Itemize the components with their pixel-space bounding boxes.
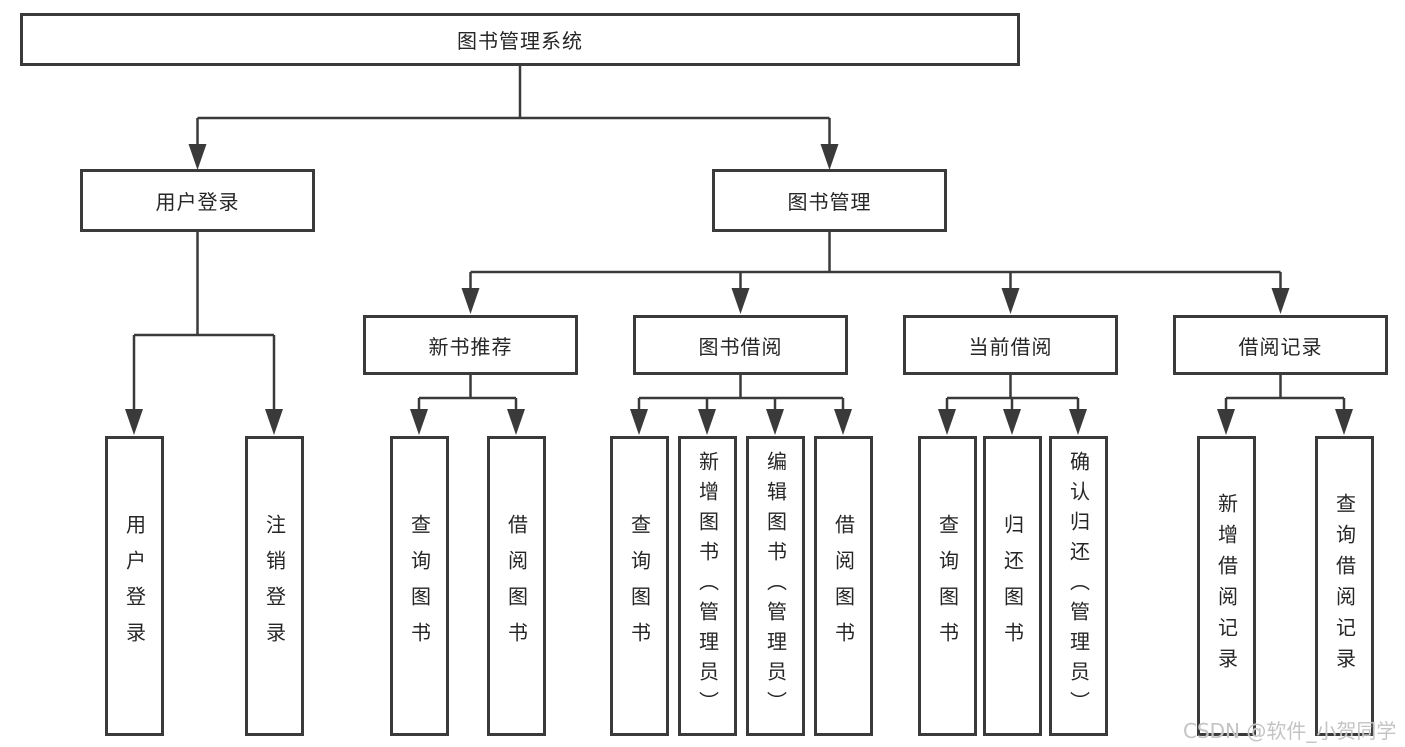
- node-root: 图书管理系统: [20, 13, 1020, 66]
- node-book-management-label: 图书管理: [787, 190, 872, 214]
- arrow-down-icon: [461, 288, 480, 314]
- arrow-down-icon: [1335, 409, 1353, 435]
- arrow-down-icon: [410, 409, 428, 435]
- connector-borrowrecords-to-leaves: [1224, 375, 1346, 411]
- leaf-edit-book-admin: 编辑图书（管理员）: [746, 436, 805, 736]
- leaf-return-books: 归还图书: [983, 436, 1042, 736]
- leaf-return-books-label: 归还图书: [1000, 514, 1025, 658]
- leaf-query-borrow-record-label: 查询借阅记录: [1332, 493, 1357, 679]
- node-new-book-recommend: 新书推荐: [363, 315, 578, 375]
- node-borrow-records: 借阅记录: [1173, 315, 1388, 375]
- node-current-borrow-label: 当前借阅: [968, 334, 1053, 359]
- leaf-query-borrow-record: 查询借阅记录: [1315, 436, 1374, 736]
- connector-currentborrow-to-leaves: [945, 375, 1080, 411]
- leaf-borrow-books-label: 借阅图书: [831, 514, 856, 658]
- leaf-query-books-borrow: 查询图书: [610, 436, 669, 736]
- leaf-user-login-label: 用户登录: [122, 514, 147, 658]
- node-borrow-records-label: 借阅记录: [1238, 334, 1323, 359]
- arrow-down-icon: [766, 409, 784, 435]
- leaf-edit-book-admin-label: 编辑图书（管理员）: [763, 451, 788, 721]
- leaf-query-books-recommend: 查询图书: [390, 436, 449, 736]
- node-user-login: 用户登录: [80, 169, 315, 232]
- connector-bookborrow-to-leaves: [637, 375, 845, 411]
- leaf-user-login: 用户登录: [105, 436, 164, 736]
- node-book-management: 图书管理: [712, 169, 947, 232]
- arrow-down-icon: [938, 409, 956, 435]
- arrow-down-icon: [630, 409, 648, 435]
- leaf-query-books-recommend-label: 查询图书: [407, 514, 432, 658]
- node-new-book-recommend-label: 新书推荐: [428, 334, 513, 359]
- arrow-down-icon: [265, 409, 283, 435]
- arrow-down-icon: [820, 144, 839, 170]
- leaf-borrow-books-recommend-label: 借阅图书: [504, 514, 529, 658]
- node-book-borrow-label: 图书借阅: [698, 334, 783, 359]
- connector-bookmgmt-to-level3: [469, 232, 1282, 290]
- arrow-down-icon: [188, 144, 207, 170]
- arrow-down-icon: [1271, 288, 1290, 314]
- leaf-borrow-books: 借阅图书: [814, 436, 873, 736]
- arrow-down-icon: [125, 409, 143, 435]
- arrow-down-icon: [507, 409, 525, 435]
- arrow-down-icon: [698, 409, 716, 435]
- arrow-down-icon: [1001, 288, 1020, 314]
- leaf-logout-label: 注销登录: [262, 514, 287, 658]
- leaf-confirm-return-admin: 确认归还（管理员）: [1049, 436, 1108, 736]
- leaf-add-borrow-record-label: 新增借阅记录: [1214, 493, 1239, 679]
- node-book-borrow: 图书借阅: [633, 315, 848, 375]
- leaf-add-book-admin: 新增图书（管理员）: [678, 436, 737, 736]
- arrow-down-icon: [1217, 409, 1235, 435]
- arrow-down-icon: [834, 409, 852, 435]
- node-current-borrow: 当前借阅: [903, 315, 1118, 375]
- connector-newbook-to-leaves: [417, 375, 518, 411]
- leaf-query-books-current: 查询图书: [918, 436, 977, 736]
- arrow-down-icon: [1003, 409, 1021, 435]
- leaf-query-books-current-label: 查询图书: [935, 514, 960, 658]
- node-root-label: 图书管理系统: [457, 29, 583, 53]
- leaf-logout: 注销登录: [245, 436, 304, 736]
- arrowheads: [125, 144, 1353, 435]
- leaf-confirm-return-admin-label: 确认归还（管理员）: [1066, 451, 1091, 721]
- arrow-down-icon: [731, 288, 750, 314]
- leaf-query-books-borrow-label: 查询图书: [627, 514, 652, 658]
- leaf-add-book-admin-label: 新增图书（管理员）: [695, 451, 720, 721]
- node-user-login-label: 用户登录: [155, 190, 240, 214]
- watermark: CSDN @软件_小贺同学: [1183, 719, 1397, 743]
- connector-root-to-level2: [196, 66, 831, 146]
- leaf-borrow-books-recommend: 借阅图书: [487, 436, 546, 736]
- arrow-down-icon: [1069, 409, 1087, 435]
- leaf-add-borrow-record: 新增借阅记录: [1197, 436, 1256, 736]
- connector-userlogin-to-leaves: [132, 232, 276, 411]
